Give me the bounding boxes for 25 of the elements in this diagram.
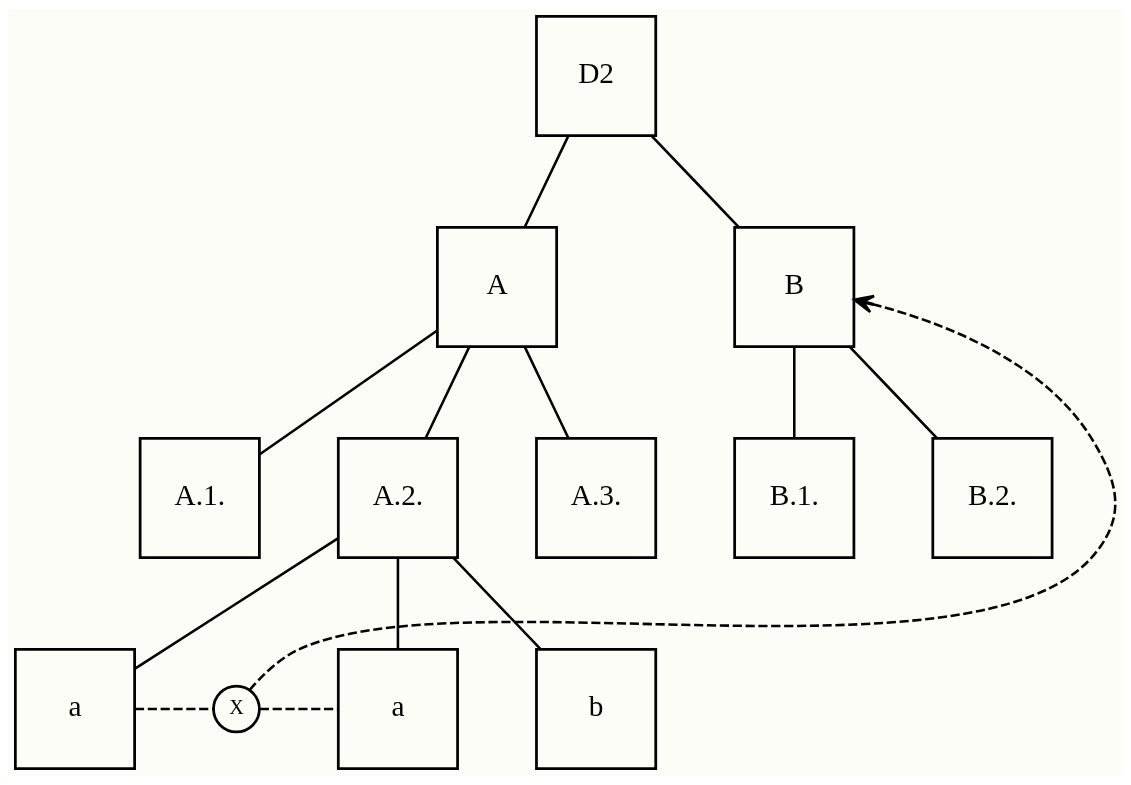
node-box: a	[13, 648, 136, 771]
node-box: B.2.	[931, 437, 1054, 559]
connector	[523, 346, 570, 439]
connector	[452, 557, 542, 651]
connector	[259, 707, 339, 711]
node-box: a	[336, 648, 459, 771]
connector	[849, 346, 939, 440]
node-circle: X	[212, 684, 261, 734]
node-box: A.1.	[138, 437, 261, 559]
node-box: B	[733, 226, 856, 348]
node-box: A.2.	[336, 437, 459, 559]
node-box: A.3.	[535, 437, 658, 559]
node-box: b	[535, 648, 658, 771]
node-box: B.1.	[733, 437, 856, 559]
connector	[396, 558, 400, 650]
connector	[424, 346, 471, 439]
node-box: D2	[535, 14, 658, 137]
connector	[523, 135, 570, 228]
connector	[134, 707, 214, 711]
arrow	[248, 294, 1117, 691]
connector	[793, 347, 796, 439]
connector	[133, 537, 339, 670]
node-box: A	[436, 226, 559, 348]
connector	[650, 135, 740, 229]
connector	[259, 329, 438, 456]
